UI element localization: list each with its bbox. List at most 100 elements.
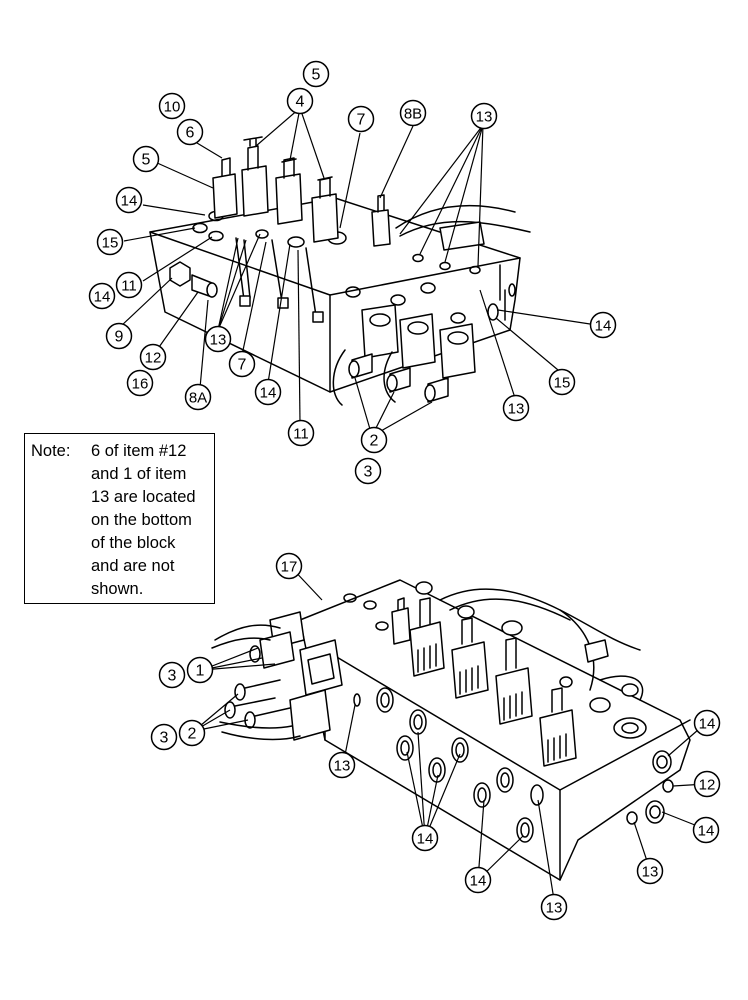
callout-c-bot-13a: 13: [328, 751, 356, 779]
callout-c-top-8b: 8B: [399, 99, 427, 127]
callout-label: 7: [238, 357, 247, 374]
callout-label: 3: [364, 464, 373, 481]
callout-c-top-6: 6: [176, 118, 204, 146]
callout-c-bot-2: 2: [178, 719, 206, 747]
callout-c-top-9: 9: [105, 322, 133, 350]
callout-circle: [693, 709, 721, 737]
callout-circle: [158, 92, 186, 120]
callout-circle: [354, 457, 382, 485]
callout-label: 12: [699, 777, 716, 794]
callout-c-top-7b: 7: [228, 350, 256, 378]
callout-c-bot-14a: 14: [411, 824, 439, 852]
callout-label: 13: [476, 109, 493, 126]
callout-circle: [548, 368, 576, 396]
callout-circle: [139, 343, 167, 371]
callout-label: 10: [164, 99, 181, 116]
callout-label: 14: [470, 873, 487, 890]
callout-label: 11: [121, 278, 137, 295]
callout-circle: [502, 394, 530, 422]
callout-circle: [302, 60, 330, 88]
callout-c-top-16: 16: [126, 369, 154, 397]
callout-circle: [286, 87, 314, 115]
callout-c-bot-13b: 13: [540, 893, 568, 921]
callout-circle: [540, 893, 568, 921]
callout-label: 14: [417, 831, 434, 848]
callout-c-bot-3b: 3: [150, 723, 178, 751]
callout-c-bot-1: 1: [186, 656, 214, 684]
note-line: on the bottom: [91, 511, 192, 529]
note-line: and are not: [91, 557, 175, 575]
callout-c-top-10: 10: [158, 92, 186, 120]
callout-c-top-4: 4: [286, 87, 314, 115]
callout-label: 13: [210, 332, 227, 349]
callout-label: 14: [94, 289, 111, 306]
callout-circle: [411, 824, 439, 852]
callout-c-bot-12: 12: [693, 770, 721, 798]
callout-label: 14: [595, 318, 612, 335]
callout-label: 13: [334, 758, 351, 775]
callout-c-top-13a: 13: [470, 102, 498, 130]
note-line: of the block: [91, 534, 176, 552]
callout-label: 14: [260, 385, 277, 402]
callout-c-top-11a: 11: [115, 271, 143, 299]
callout-label: 3: [160, 730, 169, 747]
callout-label: 13: [546, 900, 563, 917]
callout-c-top-5b: 5: [132, 145, 160, 173]
callout-circle: [150, 723, 178, 751]
callout-label: 1: [196, 663, 205, 680]
callout-circle: [360, 426, 388, 454]
callout-label: 16: [132, 376, 149, 393]
top-valve-block-assembly: [149, 136, 531, 406]
callout-label: 14: [698, 823, 715, 840]
callout-circle: [115, 186, 143, 214]
callout-circle: [126, 369, 154, 397]
callout-label: 17: [281, 559, 298, 576]
callout-circle: [228, 350, 256, 378]
callout-c-bot-13c: 13: [636, 857, 664, 885]
callout-label: 2: [370, 433, 379, 450]
callout-circle: [132, 145, 160, 173]
note-line: 13 are located: [91, 488, 196, 506]
callout-label: 15: [554, 375, 571, 392]
callout-c-top-14c: 14: [254, 378, 282, 406]
callout-c-top-7a: 7: [347, 105, 375, 133]
callout-circle: [470, 102, 498, 130]
callout-circle: [275, 552, 303, 580]
callout-circle: [464, 866, 492, 894]
callout-c-top-13b: 13: [204, 325, 232, 353]
top-leader-lines: [119, 107, 591, 437]
callout-label: 13: [642, 864, 659, 881]
callout-c-top-13c: 13: [502, 394, 530, 422]
callout-c-top-2: 2: [360, 426, 388, 454]
callout-label: 12: [145, 350, 162, 367]
callout-c-top-15b: 15: [548, 368, 576, 396]
callout-circle: [204, 325, 232, 353]
callout-circle: [178, 719, 206, 747]
note-box: Note: 6 of item #12 and 1 of item 13 are…: [24, 433, 215, 604]
callout-circle: [186, 656, 214, 684]
callout-label: 15: [102, 235, 119, 252]
callout-c-top-5a: 5: [302, 60, 330, 88]
callout-c-top-12: 12: [139, 343, 167, 371]
callout-label: 2: [188, 726, 197, 743]
callout-circle: [693, 770, 721, 798]
callout-c-top-15a: 15: [96, 228, 124, 256]
callout-label: 13: [508, 401, 525, 418]
callout-circle: [347, 105, 375, 133]
callout-c-top-8a: 8A: [184, 383, 212, 411]
callout-label: 14: [121, 193, 138, 210]
callout-label: 5: [312, 67, 321, 84]
callout-label: 6: [186, 125, 195, 142]
callout-label: 11: [293, 426, 309, 443]
callout-label: 7: [357, 112, 366, 129]
note-line: and 1 of item: [91, 465, 187, 483]
callout-circle: [184, 383, 212, 411]
note-line: 6 of item #12: [91, 442, 187, 460]
callout-circle: [115, 271, 143, 299]
callout-label: 3: [168, 668, 177, 685]
callout-circle: [158, 661, 186, 689]
callout-c-top-14a: 14: [115, 186, 143, 214]
callout-c-bot-17: 17: [275, 552, 303, 580]
